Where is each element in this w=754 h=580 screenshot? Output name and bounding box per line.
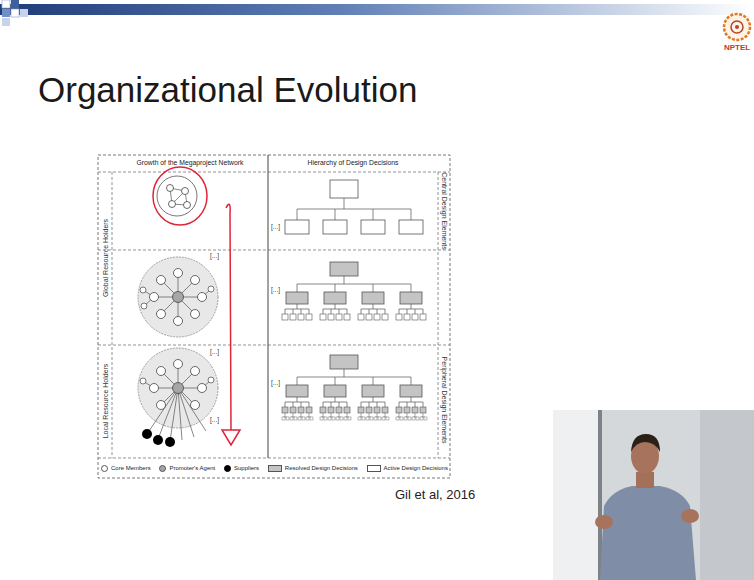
row-side-label: Peripheral Design Elements: [441, 357, 448, 444]
ellipsis-mark: [...]: [210, 417, 219, 424]
legend-item: Suppliers: [224, 465, 259, 472]
legend-swatch: [367, 465, 381, 472]
ellipsis-mark: [...]: [210, 349, 219, 356]
row-side-label: Global Resource Holders: [102, 219, 109, 297]
row-side-label: Local Resource Holders: [102, 364, 109, 439]
logo-text: NPTEL: [724, 43, 750, 52]
legend-swatch: [224, 465, 231, 472]
legend-row: Core Members Promoter's Agent Suppliers Res…: [101, 461, 448, 475]
slide-title: Organizational Evolution: [38, 70, 417, 110]
legend-text: Resolved Design Decisions: [285, 465, 358, 471]
legend-swatch: [159, 465, 166, 472]
column-band: Hierarchy of Design Decisions: [268, 156, 438, 458]
row-side-label: Central Design Elements: [441, 172, 448, 249]
legend-text: Promoter's Agent: [169, 465, 215, 471]
legend-swatch: [101, 465, 108, 472]
legend-text: Active Design Decisions: [384, 465, 448, 471]
ellipsis-mark: [...]: [210, 253, 219, 260]
ellipsis-mark: [...]: [271, 380, 280, 387]
column-heading: Hierarchy of Design Decisions: [268, 156, 438, 166]
citation-caption: Gil et al, 2016: [395, 487, 475, 502]
legend-text: Suppliers: [234, 465, 259, 471]
ellipsis-mark: [...]: [271, 287, 280, 294]
legend-text: Core Members: [111, 465, 151, 471]
legend-item: Promoter's Agent: [159, 465, 215, 472]
ellipsis-mark: [...]: [271, 224, 280, 231]
legend-item: Active Design Decisions: [367, 465, 448, 472]
legend-swatch: [268, 465, 282, 472]
legend-item: Core Members: [101, 465, 151, 472]
legend-item: Resolved Design Decisions: [268, 465, 358, 472]
column-band: Growth of the Megaproject Network: [112, 156, 268, 458]
column-heading: Growth of the Megaproject Network: [112, 156, 268, 166]
